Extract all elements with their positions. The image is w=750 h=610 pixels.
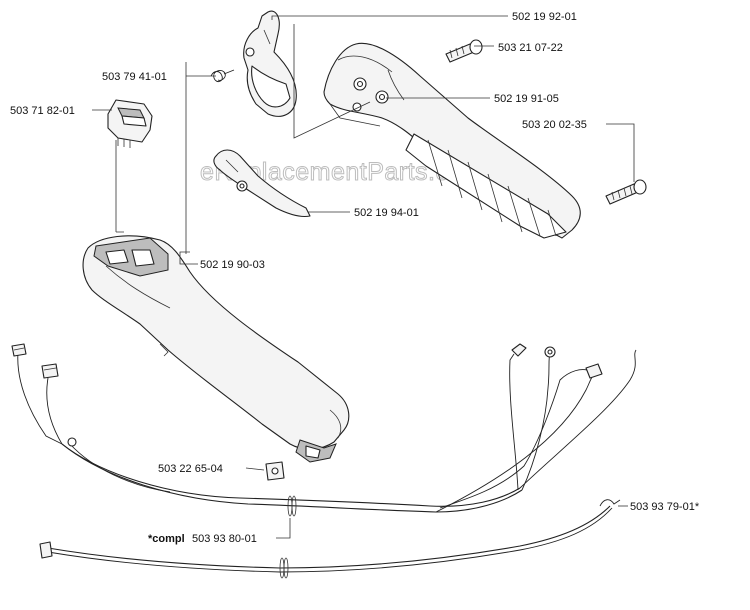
- screw-lower: [605, 179, 647, 205]
- label-503-93-79-01: 503 93 79-01*: [630, 501, 700, 513]
- lower-handle-half: [82, 235, 350, 463]
- upper-handle-half: [323, 42, 581, 239]
- label-502-19-92-01: 502 19 92-01: [512, 11, 577, 23]
- label-compl-prefix: *compl: [148, 533, 185, 545]
- wire-harness: [11, 343, 637, 517]
- label-503-71-82-01: 503 71 82-01: [10, 105, 75, 117]
- label-503-79-41-01: 503 79 41-01: [102, 71, 167, 83]
- throttle-cable: [39, 499, 621, 579]
- part-labels: 502 19 92-01 503 21 07-22 503 79 41-01 5…: [10, 11, 700, 545]
- stop-switch: [107, 99, 153, 148]
- label-502-19-90-03: 502 19 90-03: [200, 259, 265, 271]
- screw-upper: [445, 39, 483, 63]
- cable-clip: [265, 461, 285, 481]
- label-503-20-02-35: 503 20 02-35: [522, 119, 587, 131]
- label-502-19-91-05: 502 19 91-05: [494, 93, 559, 105]
- label-502-19-94-01: 502 19 94-01: [354, 207, 419, 219]
- torsion-spring: [210, 69, 235, 83]
- label-503-93-80-01: 503 93 80-01: [192, 533, 257, 545]
- label-503-22-65-04: 503 22 65-04: [158, 463, 223, 475]
- throttle-lockout: [213, 149, 311, 218]
- leader-lines: [92, 15, 635, 539]
- label-503-21-07-22: 503 21 07-22: [498, 42, 563, 54]
- throttle-trigger: [243, 10, 297, 117]
